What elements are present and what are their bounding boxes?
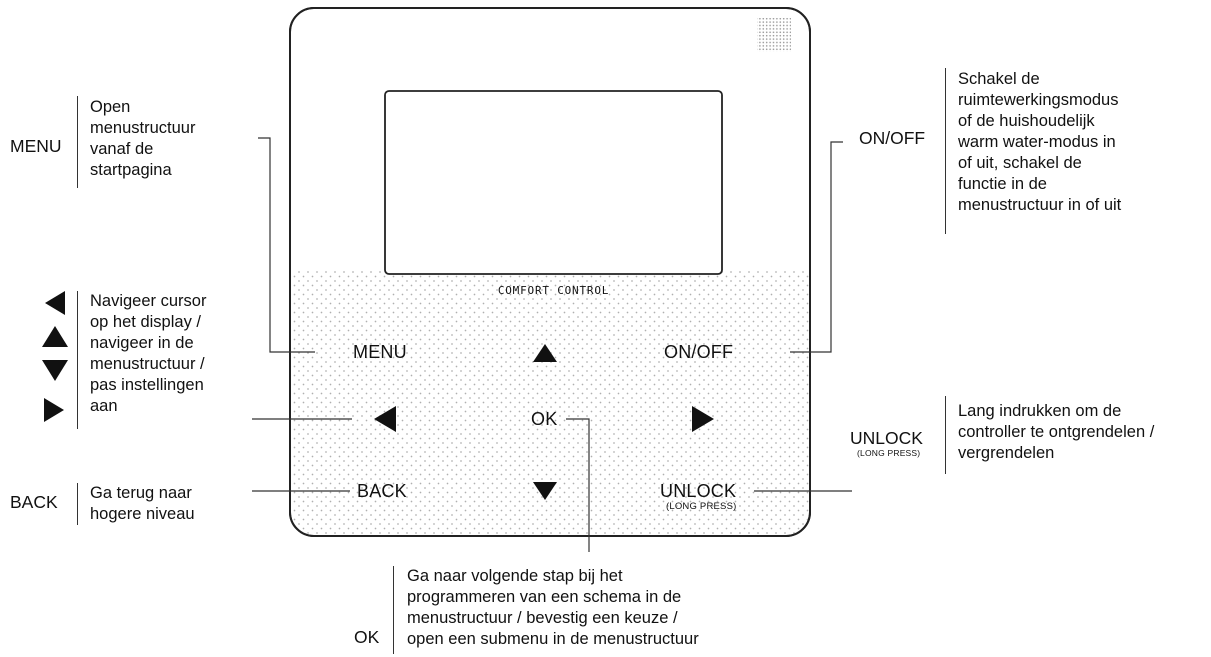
lcd-screen [384, 90, 723, 275]
unlock-annotation-divider [945, 396, 946, 474]
unlock-annotation-key: UNLOCK [850, 428, 923, 448]
ok-annotation-divider [393, 566, 394, 654]
legend-arrow-down-icon [42, 360, 68, 381]
leader-ok [566, 418, 590, 552]
back-annotation-divider [77, 483, 78, 525]
speaker-grille [757, 18, 791, 52]
menu-annotation-key: MENU [10, 136, 62, 156]
arrow-up-icon [533, 344, 557, 362]
legend-arrow-left-icon [45, 291, 65, 315]
unlock-button-sub: (LONG PRESS) [666, 501, 737, 512]
legend-arrow-up-icon [42, 326, 68, 347]
unlock-button[interactable]: UNLOCK [660, 481, 737, 501]
brand-text: COMFORT CONTROL [497, 284, 610, 297]
back-annotation-text: Ga terug naar hogere niveau [90, 484, 195, 523]
ok-button[interactable]: OK [531, 409, 558, 429]
on-off-annotation-key: ON/OFF [859, 128, 926, 148]
on-off-button[interactable]: ON/OFF [664, 342, 734, 362]
on-off-annotation-text: Schakel de ruimtewerkingsmodus of de hui… [958, 70, 1122, 214]
back-annotation-key: BACK [10, 492, 58, 512]
unlock-annotation-sub: (LONG PRESS) [857, 448, 921, 458]
back-button[interactable]: BACK [357, 481, 407, 501]
leader-on-off [790, 141, 843, 353]
on-off-annotation-divider [945, 68, 946, 234]
menu-annotation-divider [77, 96, 78, 188]
menu-annotation-text: Open menustructuur vanaf de startpagina [90, 98, 196, 179]
arrow-right-icon [692, 406, 714, 432]
legend-arrow-right-icon [44, 398, 64, 422]
arrow-down-icon [533, 482, 557, 500]
menu-button[interactable]: MENU [353, 342, 407, 362]
unlock-annotation-text: Lang indrukken om de controller te ontgr… [958, 402, 1155, 462]
ok-annotation-text: Ga naar volgende stap bij het programmer… [407, 567, 699, 648]
arrows-annotation-text: Navigeer cursor op het display / navigee… [90, 292, 207, 415]
ok-annotation-key: OK [354, 627, 380, 647]
arrows-annotation-divider [77, 291, 78, 429]
arrow-left-icon [374, 406, 396, 432]
leader-menu [258, 137, 315, 353]
